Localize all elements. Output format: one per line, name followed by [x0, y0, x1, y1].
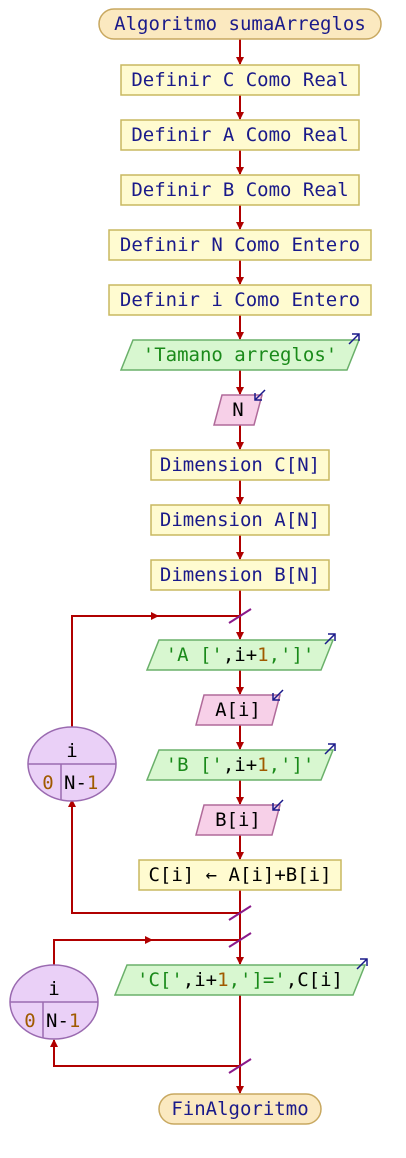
loop2-end: N-1 — [46, 1010, 80, 1032]
output-a-prompt[interactable]: 'A [',i+1,']' — [145, 633, 336, 671]
define-b-label: Definir B Como Real — [131, 179, 348, 201]
assign-c-process[interactable]: C[i] ← A[i]+B[i] — [138, 859, 342, 891]
loop1-connectors — [68, 608, 252, 921]
loop2-start: 0 — [24, 1010, 35, 1032]
input-n[interactable]: N — [213, 389, 266, 426]
loop2-connectors — [50, 932, 252, 1074]
start-label: Algoritmo sumaArreglos — [114, 13, 366, 35]
input-arrow-icon — [272, 799, 284, 811]
loop1-end: N-1 — [64, 772, 98, 794]
dimension-a-process[interactable]: Dimension A[N] — [150, 504, 330, 536]
define-a-label: Definir A Como Real — [131, 124, 348, 146]
output-b-label: 'B [',i+1,']' — [166, 754, 315, 776]
start-terminal[interactable]: Algoritmo sumaArreglos — [98, 8, 382, 40]
dimension-a-label: Dimension A[N] — [160, 509, 320, 531]
loop2-node[interactable]: i 0 N-1 — [9, 964, 99, 1040]
loop1-var: i — [66, 740, 77, 762]
output-tamano[interactable]: 'Tamano arreglos' — [119, 333, 361, 371]
define-c-process[interactable]: Definir C Como Real — [120, 64, 360, 96]
input-arrow-icon — [272, 689, 284, 701]
output-c-result[interactable]: 'C[',i+1,']=',C[i] — [113, 958, 368, 996]
define-a-process[interactable]: Definir A Como Real — [120, 119, 360, 151]
define-i-process[interactable]: Definir i Como Entero — [108, 284, 372, 316]
define-i-label: Definir i Como Entero — [120, 289, 360, 311]
output-arrow-icon — [324, 633, 336, 645]
input-arrow-icon — [254, 389, 266, 401]
output-a-label: 'A [',i+1,']' — [166, 644, 315, 666]
loop1-start: 0 — [42, 772, 53, 794]
loop1-node[interactable]: i 0 N-1 — [27, 726, 117, 802]
end-label: FinAlgoritmo — [171, 1098, 308, 1120]
input-b-i[interactable]: B[i] — [195, 799, 284, 836]
define-n-label: Definir N Como Entero — [120, 234, 360, 256]
input-a-i-label: A[i] — [215, 699, 261, 721]
input-a-i[interactable]: A[i] — [195, 689, 284, 726]
dimension-b-process[interactable]: Dimension B[N] — [150, 559, 330, 591]
output-b-prompt[interactable]: 'B [',i+1,']' — [145, 743, 336, 781]
define-n-process[interactable]: Definir N Como Entero — [108, 229, 372, 261]
input-b-i-label: B[i] — [215, 809, 261, 831]
define-c-label: Definir C Como Real — [131, 69, 348, 91]
input-n-label: N — [232, 399, 243, 421]
dimension-c-process[interactable]: Dimension C[N] — [150, 449, 330, 481]
assign-c-label: C[i] ← A[i]+B[i] — [148, 864, 331, 886]
output-arrow-icon — [348, 333, 360, 345]
output-arrow-icon — [356, 958, 368, 970]
dimension-b-label: Dimension B[N] — [160, 564, 320, 586]
output-c-label: 'C[',i+1,']=',C[i] — [137, 969, 343, 991]
end-terminal[interactable]: FinAlgoritmo — [158, 1093, 322, 1125]
output-tamano-label: 'Tamano arreglos' — [143, 344, 337, 366]
output-arrow-icon — [324, 743, 336, 755]
loop2-var: i — [48, 978, 59, 1000]
dimension-c-label: Dimension C[N] — [160, 454, 320, 476]
define-b-process[interactable]: Definir B Como Real — [120, 174, 360, 206]
